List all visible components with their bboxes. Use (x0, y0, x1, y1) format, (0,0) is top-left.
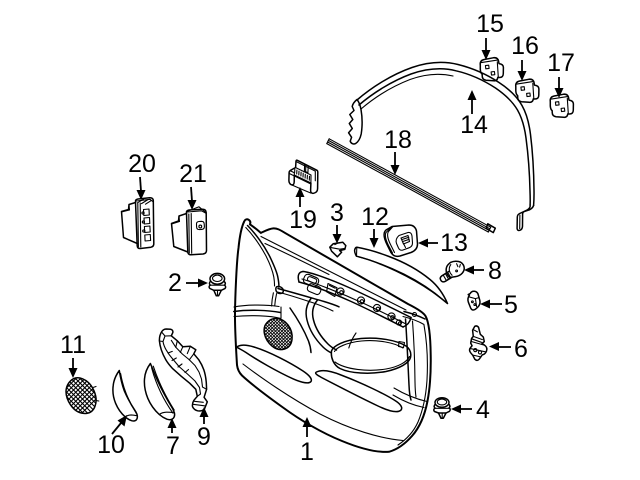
svg-text:5: 5 (504, 291, 518, 319)
svg-text:7: 7 (166, 432, 180, 460)
svg-text:4: 4 (476, 396, 490, 424)
svg-text:18: 18 (384, 126, 412, 154)
svg-text:12: 12 (361, 203, 389, 231)
svg-text:20: 20 (128, 150, 156, 178)
svg-text:3: 3 (330, 199, 344, 227)
svg-text:9: 9 (197, 423, 211, 451)
svg-text:17: 17 (547, 49, 575, 77)
svg-text:1: 1 (300, 438, 314, 466)
svg-text:19: 19 (289, 206, 317, 234)
svg-text:13: 13 (440, 229, 468, 257)
svg-text:8: 8 (488, 257, 502, 285)
svg-text:21: 21 (179, 160, 207, 188)
svg-text:6: 6 (514, 335, 528, 363)
svg-text:14: 14 (460, 111, 488, 139)
svg-text:2: 2 (168, 269, 182, 297)
svg-text:16: 16 (511, 32, 539, 60)
svg-text:15: 15 (476, 10, 504, 38)
svg-text:11: 11 (60, 331, 86, 359)
svg-text:10: 10 (97, 431, 125, 459)
